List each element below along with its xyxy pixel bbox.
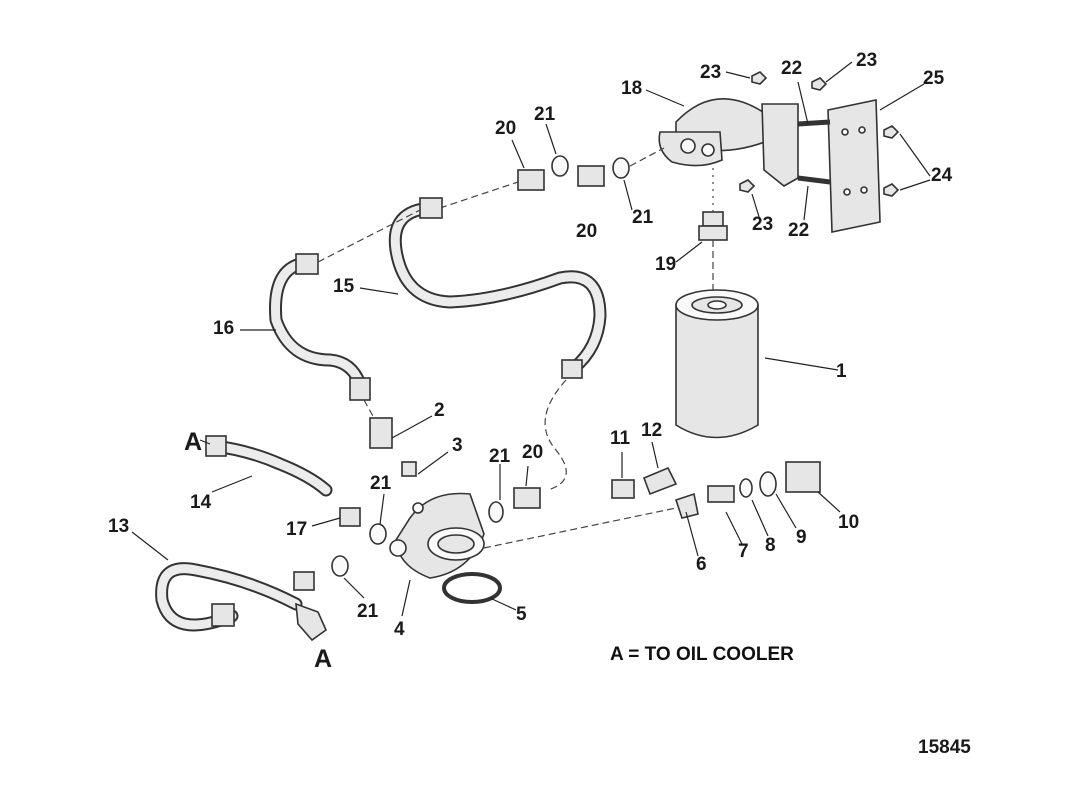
callout-20-c: 20 (522, 442, 543, 463)
callout-23-a: 23 (700, 62, 721, 83)
callout-9: 9 (796, 527, 807, 548)
callout-7: 7 (738, 541, 749, 562)
callout-11: 11 (610, 428, 631, 449)
callout-20-b: 20 (576, 221, 597, 242)
callout-22-a: 22 (781, 58, 802, 79)
adapter-body (389, 492, 485, 579)
callout-21-e: 21 (357, 601, 379, 622)
callout-21-a: 21 (534, 104, 556, 125)
filter-adapter-head (658, 97, 799, 187)
callout-25: 25 (923, 68, 945, 89)
label-a-top: A (184, 428, 202, 456)
legend-note: A = TO OIL COOLER (610, 644, 794, 665)
callout-23-b: 23 (856, 50, 877, 71)
callout-20-a: 20 (495, 118, 516, 139)
callout-12: 12 (641, 420, 662, 441)
callout-6: 6 (696, 554, 707, 575)
oil-hose-14 (205, 435, 333, 497)
leader-lines (131, 61, 931, 617)
label-a-bottom: A (314, 645, 332, 673)
callout-1: 1 (836, 361, 847, 382)
callout-2: 2 (434, 400, 445, 421)
callout-21-b: 21 (632, 207, 654, 228)
o-ring (442, 572, 502, 604)
callout-21-c: 21 (489, 446, 511, 467)
callout-21-d: 21 (370, 473, 392, 494)
callouts: 1 2 3 4 5 6 7 8 9 10 11 12 13 14 15 16 1… (108, 50, 953, 673)
callout-18: 18 (621, 78, 642, 99)
oil-hose-13 (155, 562, 327, 642)
callout-15: 15 (333, 276, 355, 297)
callout-22-b: 22 (788, 220, 809, 241)
callout-4: 4 (394, 619, 405, 640)
left-fittings (293, 507, 387, 591)
right-fittings (488, 487, 541, 523)
figure-number: 15845 (918, 737, 971, 758)
oil-hose-15 (388, 197, 607, 491)
callout-23-c: 23 (752, 214, 773, 235)
callout-13: 13 (108, 516, 129, 537)
mounting-bracket (827, 99, 881, 233)
callout-17: 17 (286, 519, 307, 540)
callout-5: 5 (516, 604, 527, 625)
callout-8: 8 (765, 535, 776, 556)
callout-16: 16 (213, 318, 234, 339)
callout-24: 24 (931, 165, 953, 186)
callout-19: 19 (655, 254, 676, 275)
adapter-fitting (698, 168, 728, 292)
callout-3: 3 (452, 435, 463, 456)
sender-parts (483, 461, 821, 549)
fitting-2 (363, 399, 417, 477)
upper-fittings (439, 147, 665, 209)
studs-and-nuts (739, 71, 900, 197)
oil-filter (675, 289, 759, 439)
callout-14: 14 (190, 492, 212, 513)
oil-hose-16 (269, 209, 421, 401)
callout-10: 10 (838, 512, 859, 533)
